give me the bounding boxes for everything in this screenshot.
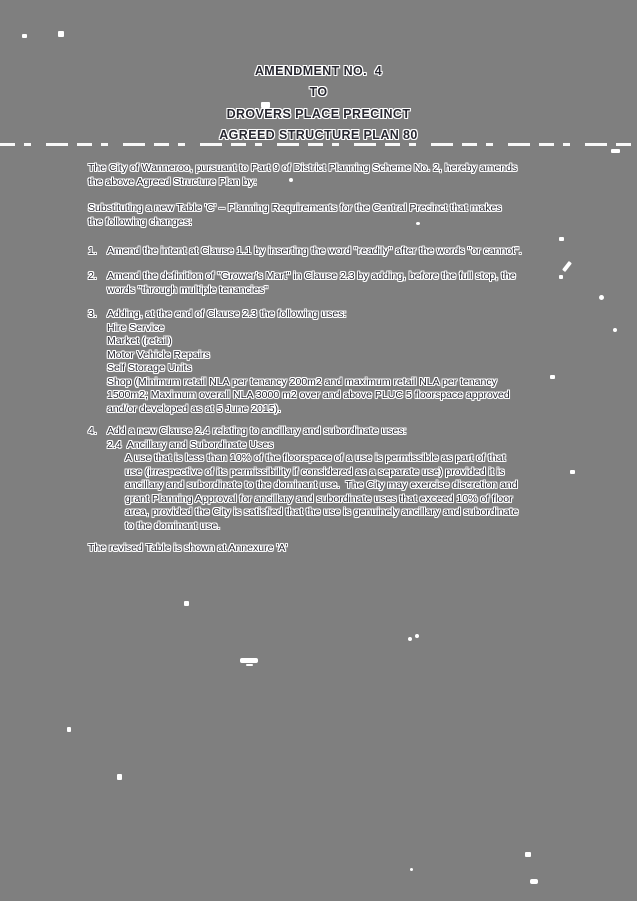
scan-noise-speck <box>599 295 604 300</box>
scan-noise-smudge <box>240 658 258 663</box>
title-line-to: TO <box>309 85 328 100</box>
paragraph-line: Amend the intent at Clause 1.1 by insert… <box>107 245 522 257</box>
scan-noise-smudge <box>246 664 253 666</box>
scan-noise-speck <box>67 727 71 732</box>
scan-noise-speck <box>58 31 64 37</box>
scan-noise-speck <box>410 868 413 871</box>
closing-paragraph: The revised Table is shown at Annexure '… <box>88 542 287 556</box>
scan-noise-speck <box>289 178 293 182</box>
scan-noise-speck <box>550 375 555 379</box>
paragraph-line: to the dominant use. <box>125 519 221 532</box>
scan-noise-speck <box>559 275 563 279</box>
scan-noise-speck <box>559 237 564 241</box>
title-line-structure-plan: AGREED STRUCTURE PLAN 80 <box>219 128 418 143</box>
scan-noise-speck <box>613 328 617 332</box>
scan-noise-speck <box>22 34 27 38</box>
clause-body: A use that is less than 10% of the floor… <box>125 452 518 533</box>
paragraph-line: the following changes: <box>88 215 192 228</box>
list-item-number: 3. <box>88 308 97 320</box>
clause-heading: 2.4 Ancillary and Subordinate Uses <box>107 438 274 451</box>
separator-dashed-line <box>0 143 637 146</box>
scan-noise-speck <box>611 149 620 153</box>
list-item-3: 3. Adding, at the end of Clause 2.3 the … <box>88 308 510 416</box>
title-line-amendment-no: AMENDMENT NO. 4 <box>254 64 383 78</box>
use-list-entry: Motor Vehicle Repairs <box>107 348 210 361</box>
list-item-text: Amend the definition of "Grower's Mart" … <box>107 270 516 297</box>
use-list-entry: Self Storage Units <box>107 362 192 374</box>
paragraph-line: Amend the definition of "Grower's Mart" … <box>107 270 516 282</box>
paragraph-line: A use that is less than 10% of the floor… <box>125 452 506 464</box>
paragraph-line: Add a new Clause 2.4 relating to ancilla… <box>107 425 407 437</box>
list-item-1: 1. Amend the intent at Clause 1.1 by ins… <box>88 245 522 259</box>
paragraph-line: Adding, at the end of Clause 2.3 the fol… <box>107 308 347 320</box>
paragraph-line: area, provided the City is satisfied tha… <box>125 506 519 518</box>
scan-noise-speck <box>525 852 531 857</box>
paragraph-line: The revised Table is shown at Annexure '… <box>88 542 288 554</box>
use-list-entry: Market (retail) <box>107 335 172 347</box>
paragraph-line: words "through multiple tenancies" <box>107 283 268 296</box>
list-item-number: 1. <box>88 245 97 257</box>
scan-noise-speck <box>408 637 412 641</box>
list-item-text: Amend the intent at Clause 1.1 by insert… <box>107 245 522 259</box>
list-item-text: Add a new Clause 2.4 relating to ancilla… <box>107 425 518 533</box>
paragraph-line: ancillary and subordinate to the dominan… <box>125 479 518 491</box>
use-list-entry: Hire Service <box>107 321 165 334</box>
scan-noise-speck <box>570 470 575 474</box>
scan-noise-speck <box>117 774 122 780</box>
use-list-entry: and/or developed as at 5 June 2015). <box>107 402 281 415</box>
paragraph-line: grant Planning Approval for ancillary an… <box>125 492 513 505</box>
use-list-entry: Shop (Minimum retail NLA per tenancy 200… <box>107 375 497 388</box>
use-list-entry: 1500m2; Maximum overall NLA 3000 m2 over… <box>107 389 510 401</box>
list-item-number: 4. <box>88 425 97 437</box>
list-item-text: Adding, at the end of Clause 2.3 the fol… <box>107 308 510 416</box>
list-item-4: 4. Add a new Clause 2.4 relating to anci… <box>88 425 518 533</box>
scan-noise-speck <box>530 879 538 884</box>
paragraph-line: use (irrespective of its permissibility … <box>125 465 505 478</box>
scan-noise-speck <box>416 222 420 225</box>
substitution-paragraph: Substituting a new Table 'C' – Planning … <box>88 202 502 229</box>
list-item-number: 2. <box>88 270 97 282</box>
paragraph-line: Substituting a new Table 'C' – Planning … <box>88 202 502 214</box>
scan-noise-speck <box>184 601 189 606</box>
list-item-2: 2. Amend the definition of "Grower's Mar… <box>88 270 516 297</box>
paragraph-line: the above Agreed Structure Plan by: <box>88 175 257 188</box>
scan-noise-smudge <box>562 260 572 273</box>
intro-paragraph: The City of Wanneroo, pursuant to Part 9… <box>88 162 517 189</box>
scan-noise-speck <box>261 102 270 108</box>
paragraph-line: The City of Wanneroo, pursuant to Part 9… <box>88 162 518 174</box>
document-title: AMENDMENT NO. 4 TO DROVERS PLACE PRECINC… <box>0 61 637 147</box>
title-line-precinct: DROVERS PLACE PRECINCT <box>226 106 411 121</box>
scan-noise-speck <box>415 634 419 638</box>
